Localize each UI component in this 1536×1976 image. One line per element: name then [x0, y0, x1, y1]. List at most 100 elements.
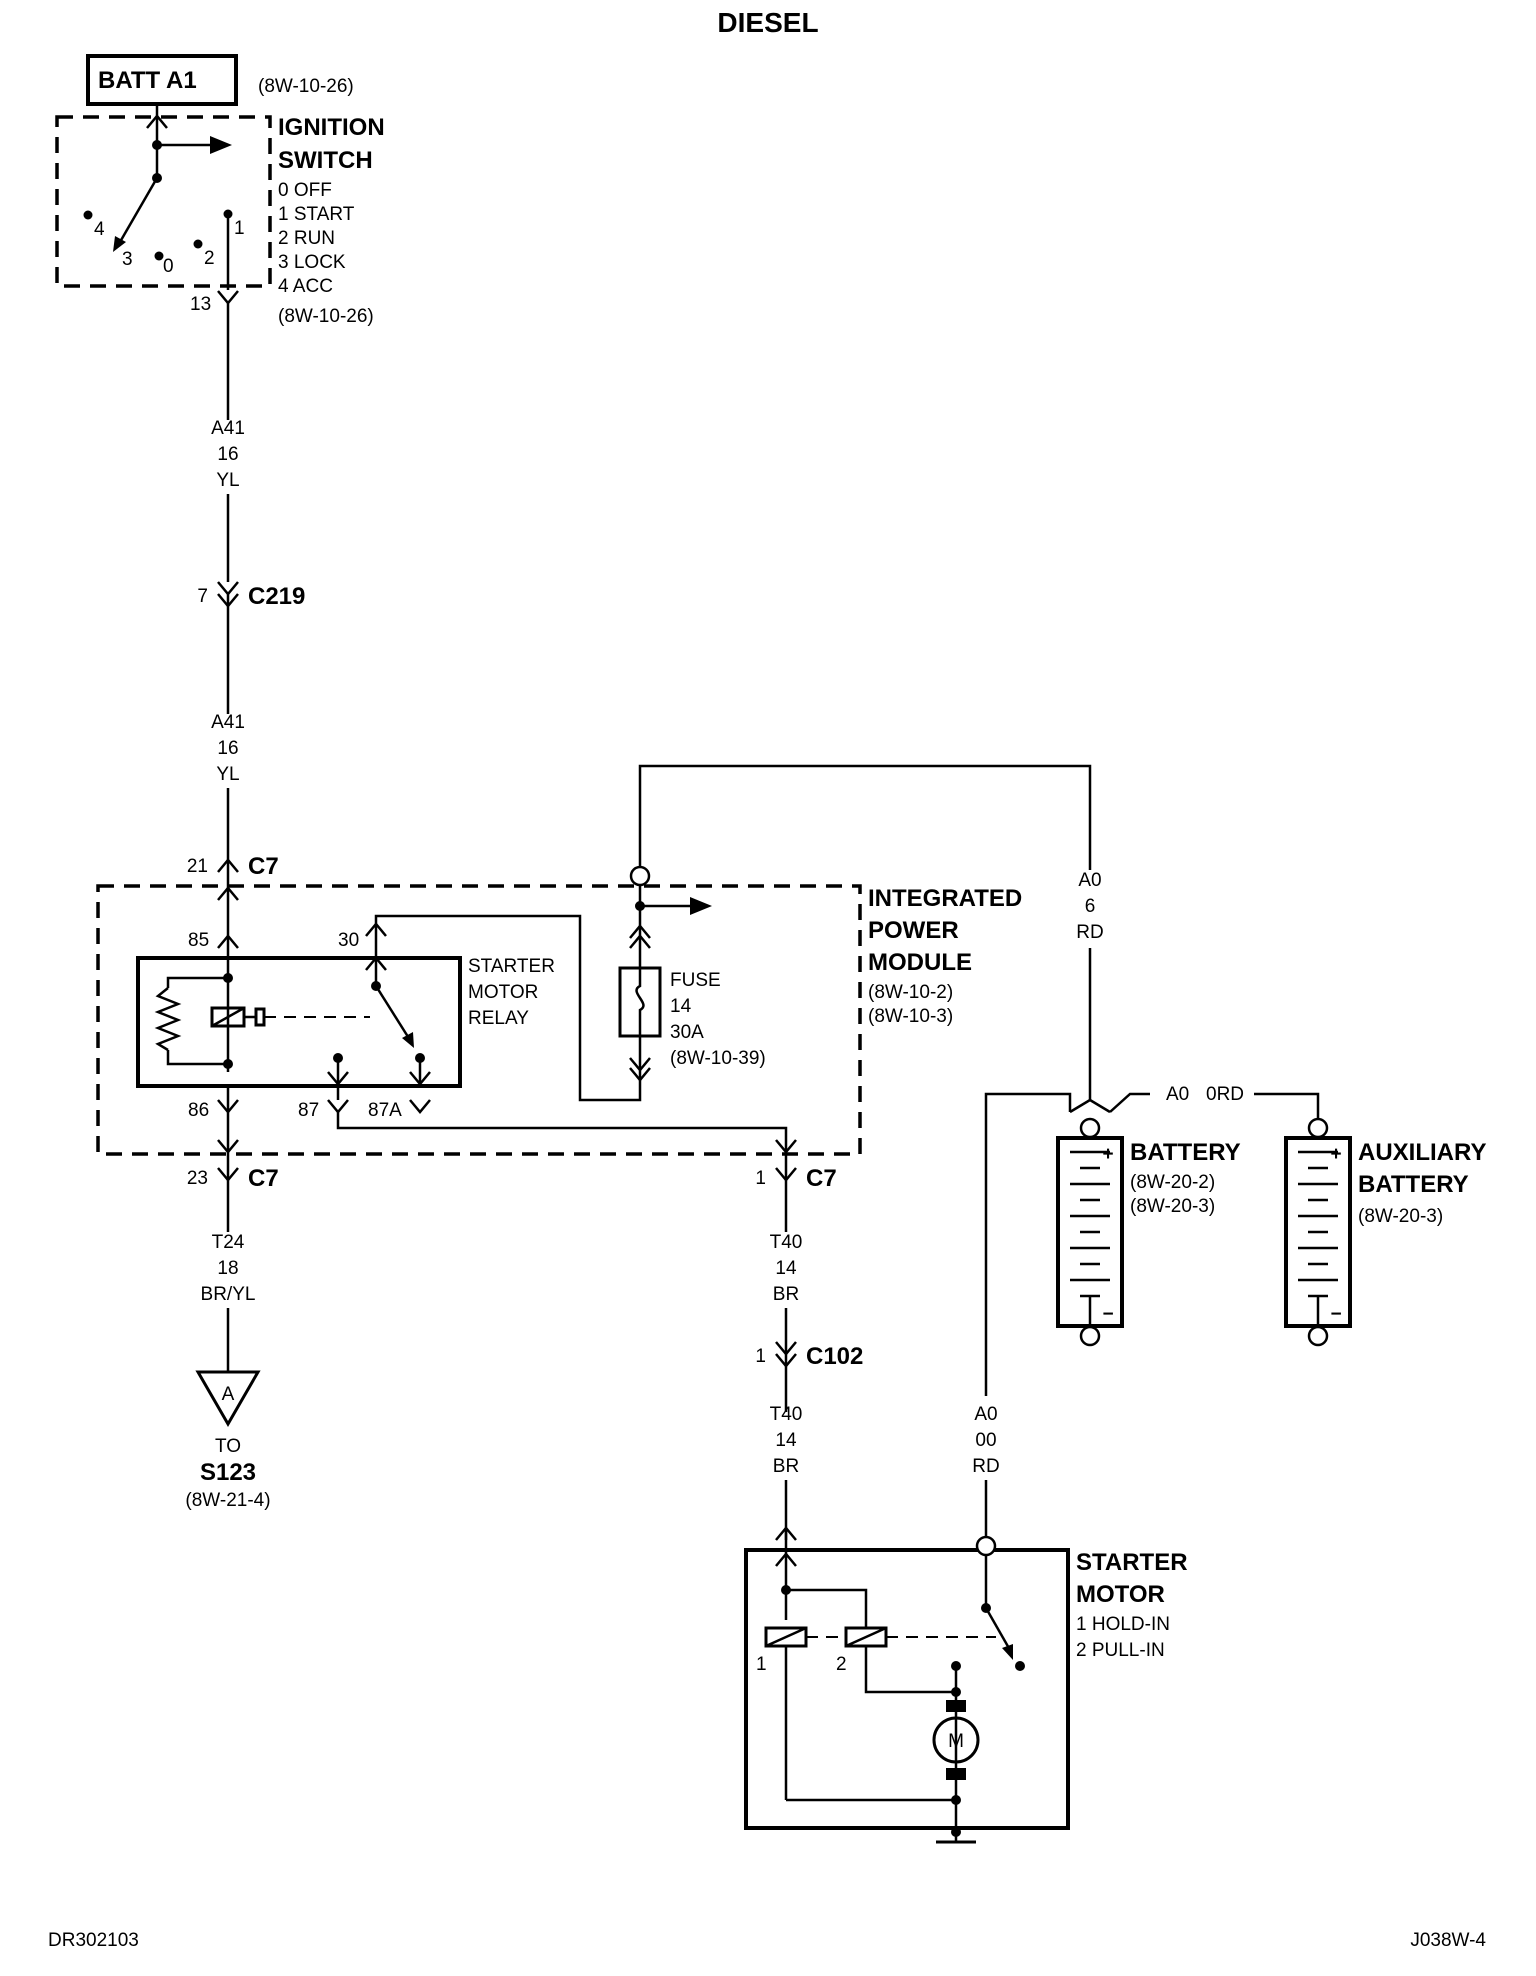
aux-battery-name-2: BATTERY [1358, 1171, 1469, 1198]
fuse-rating: 30A [670, 1022, 704, 1043]
connector-c7-label-bl: C7 [248, 1165, 279, 1192]
ignition-position-3: 3 LOCK [278, 252, 346, 273]
svg-text:A41: A41 [211, 418, 245, 439]
wire-a41-lower-label: A41 16 YL [211, 712, 245, 785]
relay-name-2: MOTOR [468, 982, 538, 1003]
svg-text:T40: T40 [770, 1232, 803, 1253]
ignition-position-0: 0 OFF [278, 180, 332, 201]
splice-triangle-icon [195, 1370, 261, 1428]
splice-to: TO [215, 1436, 241, 1457]
connector-c102: 1 C102 [755, 1341, 863, 1370]
svg-text:RD: RD [1076, 922, 1103, 943]
svg-text:1: 1 [755, 1346, 766, 1367]
svg-text:RD: RD [972, 1456, 999, 1477]
relay-pin-85: 85 [188, 930, 209, 951]
battery-positive-terminal [1079, 1117, 1101, 1139]
ignition-switch-name-1: IGNITION [278, 114, 385, 141]
svg-text:0RD: 0RD [1206, 1084, 1244, 1105]
batt-a1-ref: (8W-10-26) [258, 76, 354, 97]
coil-1-label: 1 [756, 1654, 767, 1675]
ignition-position-1: 1 START [278, 204, 355, 225]
battery-ref-2: (8W-20-3) [1130, 1196, 1215, 1217]
motor-m-label: M [948, 1731, 964, 1752]
integrated-power-module: INTEGRATED POWER MODULE (8W-10-2) (8W-10… [96, 884, 1022, 1156]
starter-motor-name-1: STARTER [1076, 1549, 1188, 1576]
relay-pin-87: 87 [298, 1100, 319, 1121]
footer-left: DR302103 [48, 1930, 139, 1951]
svg-text:1: 1 [755, 1168, 766, 1189]
starter-motor-relay: STARTER MOTOR RELAY [136, 922, 555, 1088]
svg-text:18: 18 [217, 1258, 238, 1279]
splice-reference-a: A TO S123 (8W-21-4) [185, 1370, 271, 1511]
connector-c219-pin: 7 [197, 586, 208, 607]
svg-text:14: 14 [775, 1430, 797, 1451]
relay-pin-86: 86 [188, 1100, 209, 1121]
wire-a0-batt-label: A0 0RD [1166, 1084, 1244, 1105]
svg-text:BR: BR [773, 1456, 799, 1477]
connector-c7-pin21: 21 C7 [187, 853, 279, 880]
relay-resistor [154, 987, 182, 1052]
fuse-ref: (8W-10-39) [670, 1048, 766, 1069]
ipm-outline [96, 884, 862, 1156]
fuse-arrow-icon [690, 897, 712, 915]
footer-right: J038W-4 [1410, 1930, 1486, 1951]
switch-contact-4 [83, 210, 93, 220]
ignition-switch-name-2: SWITCH [278, 147, 373, 174]
splice-ref: (8W-21-4) [185, 1490, 270, 1511]
battery-negative-terminal [1079, 1325, 1101, 1347]
switch-contact-label-1: 1 [234, 218, 245, 239]
svg-text:−: − [1330, 1304, 1341, 1325]
connector-c7-label-br: C7 [806, 1165, 837, 1192]
wire-a0-starter-label: A0 00 RD [972, 1404, 999, 1477]
svg-text:A41: A41 [211, 712, 245, 733]
svg-text:A0: A0 [1078, 870, 1101, 891]
batt-a1-label: BATT A1 [98, 67, 197, 94]
battery-name: BATTERY [1130, 1139, 1241, 1166]
svg-text:16: 16 [217, 444, 238, 465]
fuse-feed-terminal [629, 865, 651, 887]
ignition-switch-ref: (8W-10-26) [278, 306, 374, 327]
ipm-name-1: INTEGRATED [868, 885, 1022, 912]
svg-text:23: 23 [187, 1168, 208, 1189]
starter-motor: STARTER MOTOR 1 HOLD-IN 2 PULL-IN 1 2 [744, 1526, 1188, 1844]
wire-t40-upper-label: T40 14 BR [770, 1232, 803, 1305]
switch-contact-2 [193, 239, 203, 249]
connector-c219-name: C219 [248, 583, 305, 610]
switch-contact-label-3: 3 [122, 249, 133, 270]
starter-motor-box [744, 1548, 1070, 1830]
diagram-title: DIESEL [717, 7, 818, 38]
svg-text:T40: T40 [770, 1404, 803, 1425]
svg-text:6: 6 [1085, 896, 1096, 917]
connector-c102-name: C102 [806, 1343, 863, 1370]
svg-text:BR: BR [773, 1284, 799, 1305]
motor-symbol [932, 1716, 980, 1764]
ignition-output-pin: 13 [190, 294, 211, 315]
starter-battery-terminal [975, 1535, 997, 1557]
battery-ref-1: (8W-20-2) [1130, 1172, 1215, 1193]
ignition-position-4: 4 ACC [278, 276, 333, 297]
svg-text:+: + [1102, 1144, 1113, 1165]
ignition-arrow-icon [210, 136, 232, 154]
aux-battery-ref: (8W-20-3) [1358, 1206, 1443, 1227]
starter-hold-in: 1 HOLD-IN [1076, 1614, 1170, 1635]
aux-battery-positive-terminal [1307, 1117, 1329, 1139]
relay-pin-30: 30 [338, 930, 359, 951]
aux-battery-name-1: AUXILIARY [1358, 1139, 1486, 1166]
svg-text:00: 00 [975, 1430, 996, 1451]
switch-contact-0 [154, 251, 164, 261]
svg-text:YL: YL [216, 470, 239, 491]
auxiliary-battery: + − AUXILIARY BATTERY (8W-20-3) [1284, 1117, 1486, 1347]
starter-pull-in: 2 PULL-IN [1076, 1640, 1165, 1661]
aux-battery-negative-terminal [1307, 1325, 1329, 1347]
svg-text:YL: YL [216, 764, 239, 785]
svg-text:A0: A0 [1166, 1084, 1189, 1105]
relay-name-1: STARTER [468, 956, 555, 977]
switch-contact-label-0: 0 [163, 256, 174, 277]
batt-a1-block: BATT A1 (8W-10-26) [86, 54, 354, 106]
fuse-14: FUSE 14 30A (8W-10-39) [618, 865, 766, 1082]
relay-box [136, 956, 462, 1088]
svg-text:A: A [222, 1384, 235, 1405]
batt-a1-box [86, 54, 238, 106]
svg-text:−: − [1102, 1304, 1113, 1325]
